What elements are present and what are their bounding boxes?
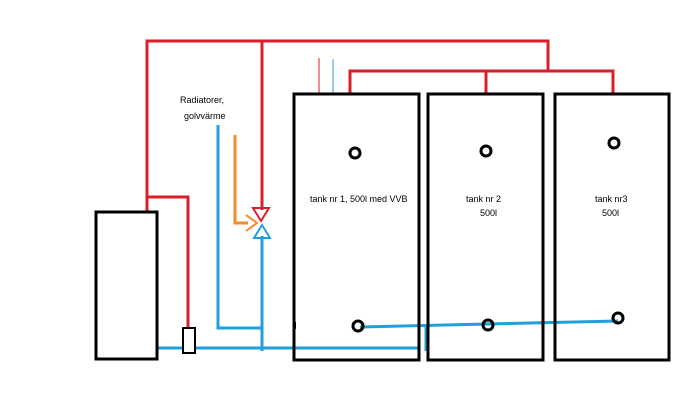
tank1-top-port bbox=[348, 146, 362, 160]
tank-2 bbox=[426, 92, 545, 362]
tank-3 bbox=[553, 92, 671, 362]
mixing-valve-bottom-triangle-icon bbox=[252, 223, 272, 239]
radiator-label-line2: golvvärme bbox=[184, 111, 226, 121]
tank2-label-line1: tank nr 2 bbox=[466, 194, 501, 204]
circulation-pump bbox=[182, 327, 196, 354]
tank-1 bbox=[292, 92, 421, 362]
mixed-radiator-supply-pipe bbox=[233, 135, 248, 225]
tank1-label: tank nr 1, 500l med VVB bbox=[310, 194, 408, 204]
hot-main-loop-pipe bbox=[145, 39, 550, 212]
tank3-label-line2: 500l bbox=[602, 208, 619, 218]
mixed-flow-arrow-icon bbox=[245, 214, 259, 232]
labels: Radiatorer, golvvärme tank nr 1, 500l me… bbox=[180, 95, 628, 218]
mixing-valve-top-triangle-icon bbox=[251, 207, 271, 223]
tank3-top-port bbox=[607, 136, 621, 150]
hot-boiler-branch-pipe bbox=[147, 195, 190, 328]
tank-ports bbox=[293, 136, 625, 333]
cold-radiator-return-pipe bbox=[216, 125, 262, 330]
tank1-side-marker bbox=[293, 322, 296, 329]
tank2-top-port bbox=[479, 144, 493, 158]
cold-tank-bottom-link-pipe bbox=[359, 319, 619, 329]
mixed-pipe-network bbox=[233, 135, 259, 232]
tank3-bottom-port bbox=[611, 311, 625, 325]
tank2-bottom-port bbox=[481, 318, 495, 332]
tank2-label-line2: 500l bbox=[480, 208, 497, 218]
hot-tank-header-pipe bbox=[348, 69, 615, 93]
cold-pipe-network bbox=[157, 59, 619, 351]
equipment bbox=[94, 92, 671, 362]
radiator-label-line1: Radiatorer, bbox=[180, 95, 224, 105]
tank3-label-line1: tank nr3 bbox=[595, 194, 628, 204]
tank1-bottom-port bbox=[351, 319, 365, 333]
boiler-unit bbox=[94, 210, 159, 361]
hot-pipe-network bbox=[145, 39, 615, 328]
